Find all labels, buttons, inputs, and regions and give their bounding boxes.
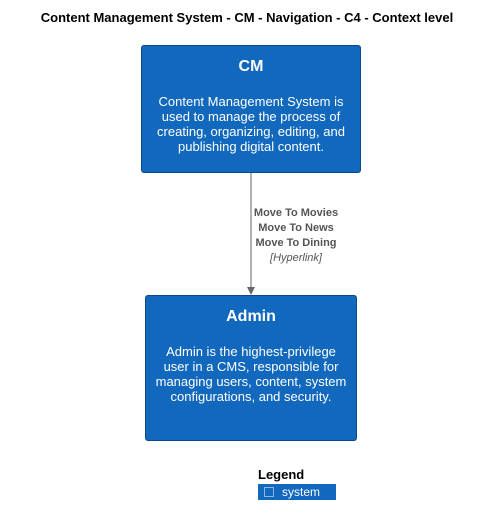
edge-arrowhead [247, 287, 255, 295]
legend: Legend system [258, 467, 336, 500]
edge-technology: [Hyperlink] [270, 252, 322, 264]
node-title: CM [238, 58, 264, 75]
edge-label-line: Move To Movies [253, 207, 339, 219]
system-node-admin[interactable]: Admin Admin is the highest-privilege use… [145, 295, 357, 441]
diagram-title: Content Management System - CM - Navigat… [40, 10, 454, 25]
node-description: Admin is the highest-privilege user in a… [155, 344, 347, 404]
node-description: Content Management System is used to man… [157, 94, 345, 154]
legend-item-label: system [282, 485, 321, 499]
edge-label-line: Move To Dining [255, 237, 337, 249]
node-title: Admin [226, 308, 276, 325]
edge-label-line: Move To News [258, 222, 334, 234]
legend-swatch-icon [264, 487, 274, 497]
system-node-cm[interactable]: CM Content Management System is used to … [141, 45, 361, 173]
legend-title: Legend [258, 467, 305, 482]
edge-label: Move To Movies Move To News Move To Dini… [196, 206, 396, 266]
legend-item-system: system [258, 484, 336, 500]
